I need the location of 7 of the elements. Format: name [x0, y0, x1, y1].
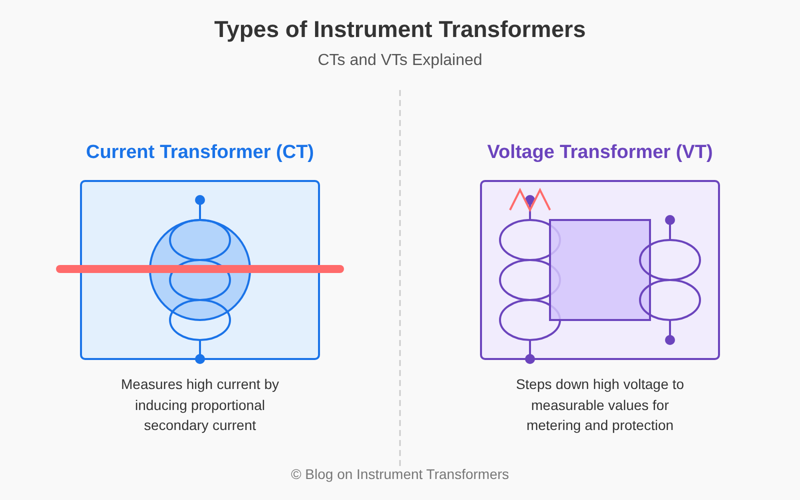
- footer-credit: © Blog on Instrument Transformers: [290, 466, 510, 482]
- subtitle: CTs and VTs Explained: [318, 52, 482, 70]
- panel-heading: Voltage Transformer (VT): [487, 141, 713, 165]
- description-text: Steps down high voltage to measurable values for metering and protection: [514, 375, 686, 435]
- title: Types of Instrument Transformers: [214, 16, 586, 43]
- panel-heading: Current Transformer (CT): [86, 141, 314, 165]
- description-text: Measures high current by inducing proportional secondary current: [120, 375, 280, 435]
